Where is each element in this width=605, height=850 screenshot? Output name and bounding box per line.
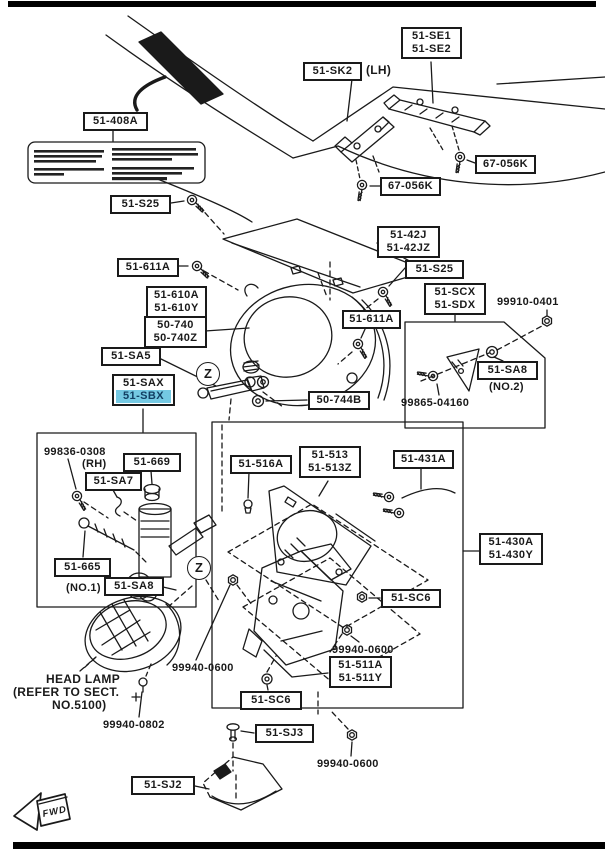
part-label-51-sa8-no2[interactable]: 51-SA8 <box>477 361 538 380</box>
screw-67-056k-right <box>449 150 470 174</box>
headlamp-unit <box>79 585 193 718</box>
headlamp-note-line2: (REFER TO SECT. <box>13 685 120 699</box>
part-label-51-42j-a[interactable]: 51-42J <box>390 229 427 241</box>
mounting-panel <box>268 485 372 586</box>
hood-insulator-strip <box>138 31 224 105</box>
cowl-grille-left <box>334 78 395 202</box>
part-label-50-740z[interactable]: 50-740Z <box>153 332 198 344</box>
part-label-51-se2[interactable]: 51-SE2 <box>411 43 452 55</box>
part-label-51-sbx-selected[interactable]: 51-SBX <box>116 390 171 403</box>
part-label-51-sk2[interactable]: 51-SK2 <box>303 62 362 81</box>
leveling-actuator-box <box>36 432 220 608</box>
no2-note: (NO.2) <box>489 381 524 393</box>
part-label-51-sax[interactable]: 51-SAX <box>123 377 164 389</box>
part-label-51-431a[interactable]: 51-431A <box>393 450 454 469</box>
part-label-51-42jz[interactable]: 51-42JZ <box>386 242 431 254</box>
part-label-51-513-a[interactable]: 51-513 <box>311 449 349 461</box>
fwd-arrow-label: FWD <box>42 804 68 820</box>
nut-99940-0600-left <box>227 574 239 586</box>
z-view-marker-lower: Z <box>187 556 211 580</box>
lower-bracket <box>253 550 344 666</box>
part-label-51-408a[interactable]: 51-408A <box>83 112 148 131</box>
part-label-51-sj3[interactable]: 51-SJ3 <box>255 724 314 743</box>
part-label-51-s25-top[interactable]: 51-S25 <box>110 195 171 214</box>
screw-51-611a-right <box>348 337 374 360</box>
part-label-51-s25-right[interactable]: 51-S25 <box>405 260 464 279</box>
part-label-51-511: 51-511A 51-511Y <box>329 656 392 688</box>
fwd-arrow: FWD <box>13 792 71 831</box>
pushpin-51-sj3 <box>226 723 240 731</box>
z-view-marker-upper: Z <box>196 362 220 386</box>
part-number-99865-04160[interactable]: 99865-04160 <box>401 397 470 409</box>
part-label-51-430a[interactable]: 51-430A <box>488 536 534 548</box>
part-label-51-610: 51-610A 51-610Y <box>146 286 207 318</box>
part-number-99940-0600-left[interactable]: 99940-0600 <box>172 662 234 674</box>
part-label-51-611a-left[interactable]: 51-611A <box>117 258 179 277</box>
part-label-51-511a[interactable]: 51-511A <box>338 659 383 671</box>
part-label-51-610a[interactable]: 51-610A <box>154 289 199 301</box>
part-label-51-611a-right[interactable]: 51-611A <box>342 310 401 329</box>
screw-51-s25-top <box>184 193 208 213</box>
part-number-99940-0802[interactable]: 99940-0802 <box>103 719 165 731</box>
part-label-51-sc6-bottom[interactable]: 51-SC6 <box>240 691 302 710</box>
top-border-bar <box>8 1 596 7</box>
no1-note: (NO.1) <box>66 582 101 594</box>
screw-51-611a-left <box>189 259 213 279</box>
part-label-51-42j: 51-42J 51-42JZ <box>377 226 440 258</box>
part-label-51-511y[interactable]: 51-511Y <box>338 672 383 684</box>
part-label-51-sc6-right[interactable]: 51-SC6 <box>381 589 441 608</box>
part-number-99940-0600-bottom[interactable]: 99940-0600 <box>317 758 379 770</box>
part-label-51-scx[interactable]: 51-SCX <box>434 286 476 298</box>
part-label-51-se1[interactable]: 51-SE1 <box>411 30 452 42</box>
part-label-51-sdx[interactable]: 51-SDX <box>434 299 476 311</box>
headlamp-note-line3: NO.5100) <box>52 698 107 712</box>
part-label-51-se1-se2: 51-SE1 51-SE2 <box>401 27 462 59</box>
splash-plate <box>209 756 283 811</box>
screw-99836-0308 <box>67 489 93 512</box>
part-label-51-sj2[interactable]: 51-SJ2 <box>131 776 195 795</box>
rh-note: (RH) <box>82 458 107 470</box>
clip-51-sa7 <box>114 496 122 517</box>
part-label-51-513: 51-513 51-513Z <box>299 446 361 478</box>
bracket-panel <box>404 309 553 429</box>
part-label-67-056k-left[interactable]: 67-056K <box>380 177 441 196</box>
bottom-border-bar <box>13 842 605 849</box>
screw-99865 <box>416 365 440 386</box>
part-number-99940-0600-center[interactable]: 99940-0600 <box>332 644 394 656</box>
part-label-51-sa5[interactable]: 51-SA5 <box>101 347 161 366</box>
part-label-51-sa7[interactable]: 51-SA7 <box>85 472 142 491</box>
lh-note: (LH) <box>366 63 392 77</box>
part-label-51-610y[interactable]: 51-610Y <box>154 302 199 314</box>
stay-rod-51-431a <box>401 487 456 499</box>
part-label-51-430y[interactable]: 51-430Y <box>488 549 534 561</box>
part-label-51-scx-sdx: 51-SCX 51-SDX <box>424 283 486 315</box>
part-label-50-740: 50-740 50-740Z <box>144 316 207 348</box>
part-label-50-740-a[interactable]: 50-740 <box>157 319 194 331</box>
part-number-99910-0401[interactable]: 99910-0401 <box>497 296 559 308</box>
part-label-67-056k-right[interactable]: 67-056K <box>475 155 536 174</box>
cowl-grille-right <box>383 61 491 174</box>
part-label-51-665[interactable]: 51-665 <box>54 558 111 577</box>
part-label-50-744b[interactable]: 50-744B <box>308 391 370 410</box>
headlamp-mount-box <box>195 421 480 715</box>
headlamp-housing <box>177 259 406 407</box>
part-label-51-513z[interactable]: 51-513Z <box>308 462 352 474</box>
nut-51-sc6-right <box>356 591 368 603</box>
part-number-99836-0308[interactable]: 99836-0308 <box>44 446 106 458</box>
part-label-51-sa8-no1[interactable]: 51-SA8 <box>104 577 164 596</box>
headlamp-note-line1: HEAD LAMP <box>46 672 121 686</box>
nut-99940-0600-bottom <box>346 729 358 741</box>
grommet-51-sa8-no2 <box>485 345 499 359</box>
hood-panel <box>105 15 605 223</box>
part-label-51-430: 51-430A 51-430Y <box>479 533 543 565</box>
nut-99910-0401 <box>541 315 553 327</box>
caution-label <box>27 141 206 184</box>
part-label-51-669[interactable]: 51-669 <box>123 453 181 472</box>
part-label-51-sax-sbx: 51-SAX 51-SBX <box>112 374 175 406</box>
screw-67-056k-left <box>351 178 372 202</box>
splash-plate-group <box>194 711 358 811</box>
part-label-51-516a[interactable]: 51-516A <box>230 455 292 474</box>
screw-51-s25-right <box>373 285 399 308</box>
